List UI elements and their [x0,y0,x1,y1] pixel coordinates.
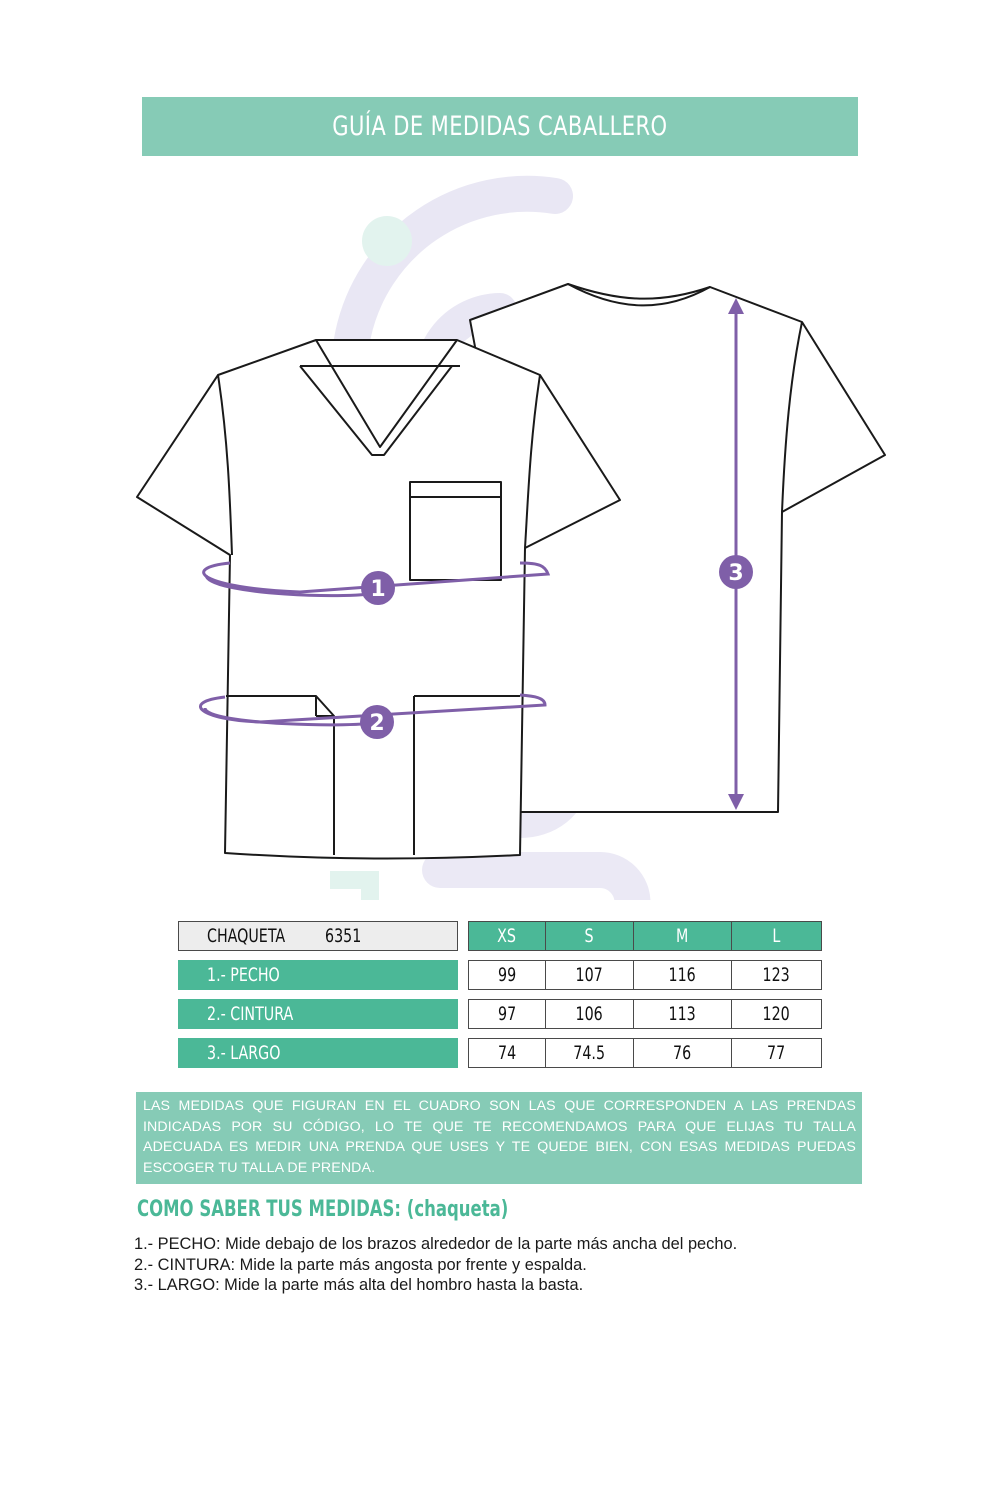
size-header-l: L [772,925,781,947]
row-label-chest: 1.- PECHO [178,960,458,990]
table-cell: 113 [634,1000,732,1028]
table-cell: 106 [546,1000,634,1028]
row-values-waist: 97 106 113 120 [468,999,822,1029]
row-values-chest: 99 107 116 123 [468,960,822,990]
howto-item-waist: 2.- CINTURA: Mide la parte más angosta p… [134,1255,587,1274]
howto-item-chest: 1.- PECHO: Mide debajo de los brazos alr… [134,1235,738,1253]
table-cell: 116 [634,961,732,989]
garment-code: 6351 [325,925,362,947]
title-bar: GUÍA DE MEDIDAS CABALLERO [142,97,858,156]
table-cell: 99 [469,961,546,989]
marker-3-circle [719,555,753,589]
marker-2-circle [360,705,394,739]
table-cell: 123 [762,964,791,986]
marker-3-label: 3 [728,561,743,586]
table-cell: 107 [546,961,634,989]
table-cell: 97 [469,1000,546,1028]
size-header-row: XS S M L [468,921,822,951]
jacket-back-view [469,283,886,813]
size-header-s: S [546,922,634,950]
howto-item-length: 3.- LARGO: Mide la parte más alta del ho… [134,1276,584,1294]
marker-2-label: 2 [369,711,384,736]
garment-label: CHAQUETA [207,925,286,947]
howto-title: COMO SABER TUS MEDIDAS: (chaqueta) [137,1197,509,1222]
row-values-length: 74 74.5 76 77 [468,1038,822,1068]
sizing-note: LAS MEDIDAS QUE FIGURAN EN EL CUADRO SON… [136,1092,862,1184]
table-cell: 74.5 [546,1039,634,1067]
marker-1-label: 1 [370,577,385,602]
watermark-dot-green [362,216,412,266]
size-header-xs: XS [469,922,546,950]
table-cell: 77 [767,1042,786,1064]
table-cell: 76 [634,1039,732,1067]
row-label-waist: 2.- CINTURA [178,999,458,1029]
marker-1-circle [361,571,395,605]
jacket-illustration: 1 2 3 [136,175,886,900]
table-cell: 120 [762,1003,791,1025]
table-garment-header: CHAQUETA 6351 [178,921,458,951]
row-label-length: 3.- LARGO [178,1038,458,1068]
page-title: GUÍA DE MEDIDAS CABALLERO [332,111,668,142]
size-header-m: M [634,922,732,950]
howto-list: 1.- PECHO: Mide debajo de los brazos alr… [134,1234,874,1296]
table-cell: 74 [469,1039,546,1067]
